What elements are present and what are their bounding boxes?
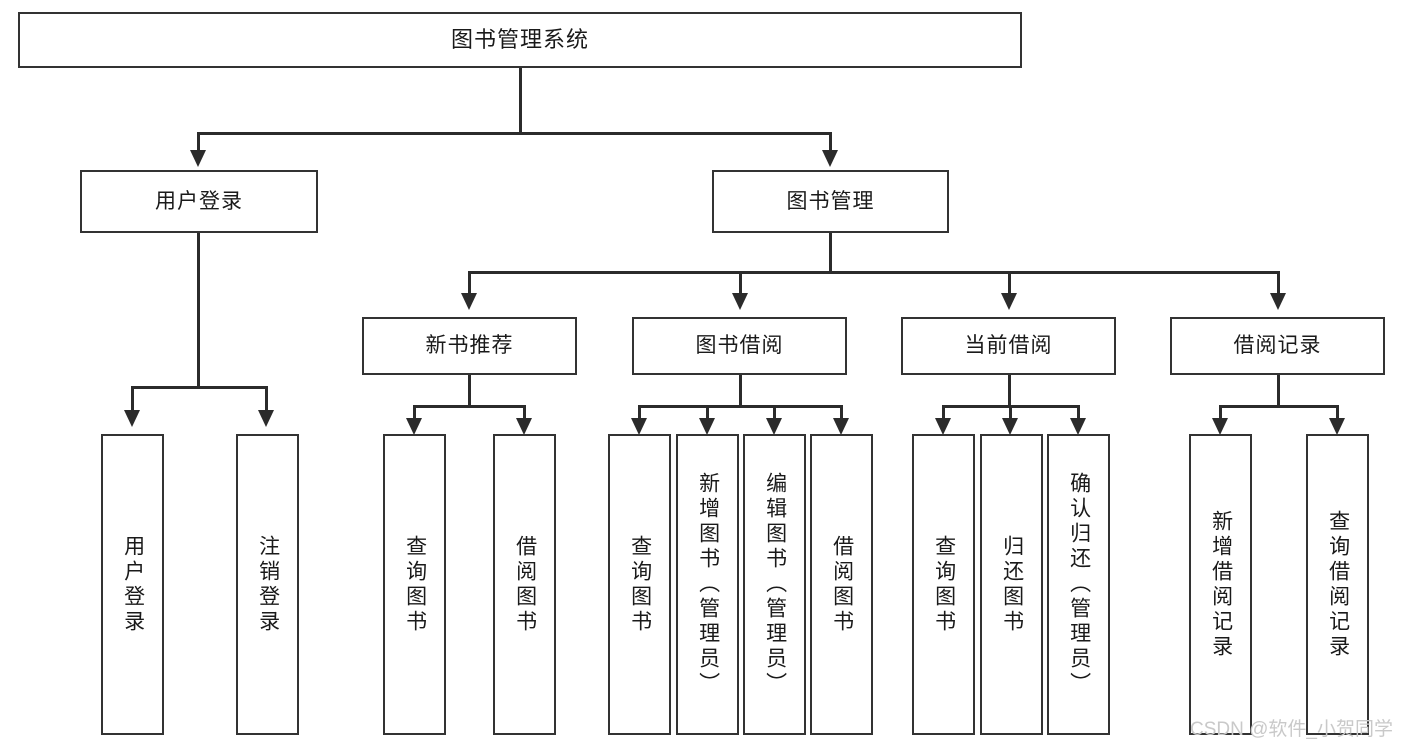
node-borrow-records[interactable]: 借阅记录 <box>1170 317 1385 375</box>
arrowhead-level3-2 <box>1001 293 1017 310</box>
edge-level3-drop-3 <box>1277 271 1280 295</box>
leaf-query-borrow-record[interactable]: 查询借阅记录 <box>1306 434 1369 735</box>
node-current-borrow[interactable]: 当前借阅 <box>901 317 1116 375</box>
edge-current-borrow-drop-2 <box>1077 405 1080 427</box>
arrowhead-new-book-0 <box>406 418 422 435</box>
leaf-query-book-recommend[interactable]: 查询图书 <box>383 434 446 735</box>
edge-level2-bus <box>197 132 832 135</box>
edge-new-book-drop-0 <box>413 405 416 427</box>
edge-book-borrow-drop-1 <box>706 405 709 427</box>
arrowhead-records-1 <box>1329 418 1345 435</box>
edge-new-book-drop-1 <box>523 405 526 427</box>
arrowhead-new-book-1 <box>516 418 532 435</box>
edge-root-stem <box>519 68 522 134</box>
arrowhead-book-borrow-2 <box>766 418 782 435</box>
edge-user-login-drop-0 <box>131 386 134 412</box>
edge-current-borrow-drop-1 <box>1009 405 1012 427</box>
node-book-management[interactable]: 图书管理 <box>712 170 949 233</box>
arrowhead-current-borrow-2 <box>1070 418 1086 435</box>
edge-book-borrow-drop-0 <box>638 405 641 427</box>
arrowhead-current-borrow-1 <box>1002 418 1018 435</box>
arrowhead-level3-1 <box>732 293 748 310</box>
edge-book-mgmt-stem <box>829 233 832 273</box>
leaf-edit-book-admin[interactable]: 编辑图书（管理员） <box>743 434 806 735</box>
arrowhead-level3-3 <box>1270 293 1286 310</box>
edge-records-bus <box>1219 405 1339 408</box>
edge-current-borrow-stem <box>1008 375 1011 407</box>
arrowhead-current-borrow-0 <box>935 418 951 435</box>
leaf-logout[interactable]: 注销登录 <box>236 434 299 735</box>
node-new-book-recommend[interactable]: 新书推荐 <box>362 317 577 375</box>
edge-level2-drop-0 <box>197 132 200 154</box>
edge-records-stem <box>1277 375 1280 407</box>
leaf-query-book-current[interactable]: 查询图书 <box>912 434 975 735</box>
leaf-confirm-return-admin[interactable]: 确认归还（管理员） <box>1047 434 1110 735</box>
edge-book-borrow-stem <box>739 375 742 407</box>
arrowhead-level3-0 <box>461 293 477 310</box>
edge-book-borrow-drop-2 <box>773 405 776 427</box>
leaf-query-book-borrow[interactable]: 查询图书 <box>608 434 671 735</box>
edge-new-book-stem <box>468 375 471 407</box>
arrowhead-level2-1 <box>822 150 838 167</box>
edge-user-login-stem <box>197 233 200 388</box>
node-root-system[interactable]: 图书管理系统 <box>18 12 1022 68</box>
edge-book-borrow-drop-3 <box>840 405 843 427</box>
leaf-user-login[interactable]: 用户登录 <box>101 434 164 735</box>
leaf-return-book[interactable]: 归还图书 <box>980 434 1043 735</box>
edge-new-book-bus <box>413 405 526 408</box>
leaf-add-borrow-record[interactable]: 新增借阅记录 <box>1189 434 1252 735</box>
arrowhead-user-login-0 <box>124 410 140 427</box>
edge-records-drop-0 <box>1219 405 1222 427</box>
edge-level2-drop-1 <box>829 132 832 154</box>
edge-book-borrow-bus <box>638 405 843 408</box>
arrowhead-level2-0 <box>190 150 206 167</box>
arrowhead-records-0 <box>1212 418 1228 435</box>
edge-level3-drop-0 <box>468 271 471 295</box>
leaf-add-book-admin[interactable]: 新增图书（管理员） <box>676 434 739 735</box>
arrowhead-book-borrow-3 <box>833 418 849 435</box>
arrowhead-book-borrow-1 <box>699 418 715 435</box>
edge-level3-drop-2 <box>1008 271 1011 295</box>
leaf-borrow-book[interactable]: 借阅图书 <box>810 434 873 735</box>
edge-level3-bus <box>468 271 1280 274</box>
node-book-borrow[interactable]: 图书借阅 <box>632 317 847 375</box>
arrowhead-book-borrow-0 <box>631 418 647 435</box>
arrowhead-user-login-1 <box>258 410 274 427</box>
edge-user-login-bus <box>131 386 267 389</box>
edge-level3-drop-1 <box>739 271 742 295</box>
edge-user-login-drop-1 <box>265 386 268 412</box>
node-user-login[interactable]: 用户登录 <box>80 170 318 233</box>
leaf-borrow-book-recommend[interactable]: 借阅图书 <box>493 434 556 735</box>
edge-current-borrow-drop-0 <box>942 405 945 427</box>
edge-records-drop-1 <box>1336 405 1339 427</box>
